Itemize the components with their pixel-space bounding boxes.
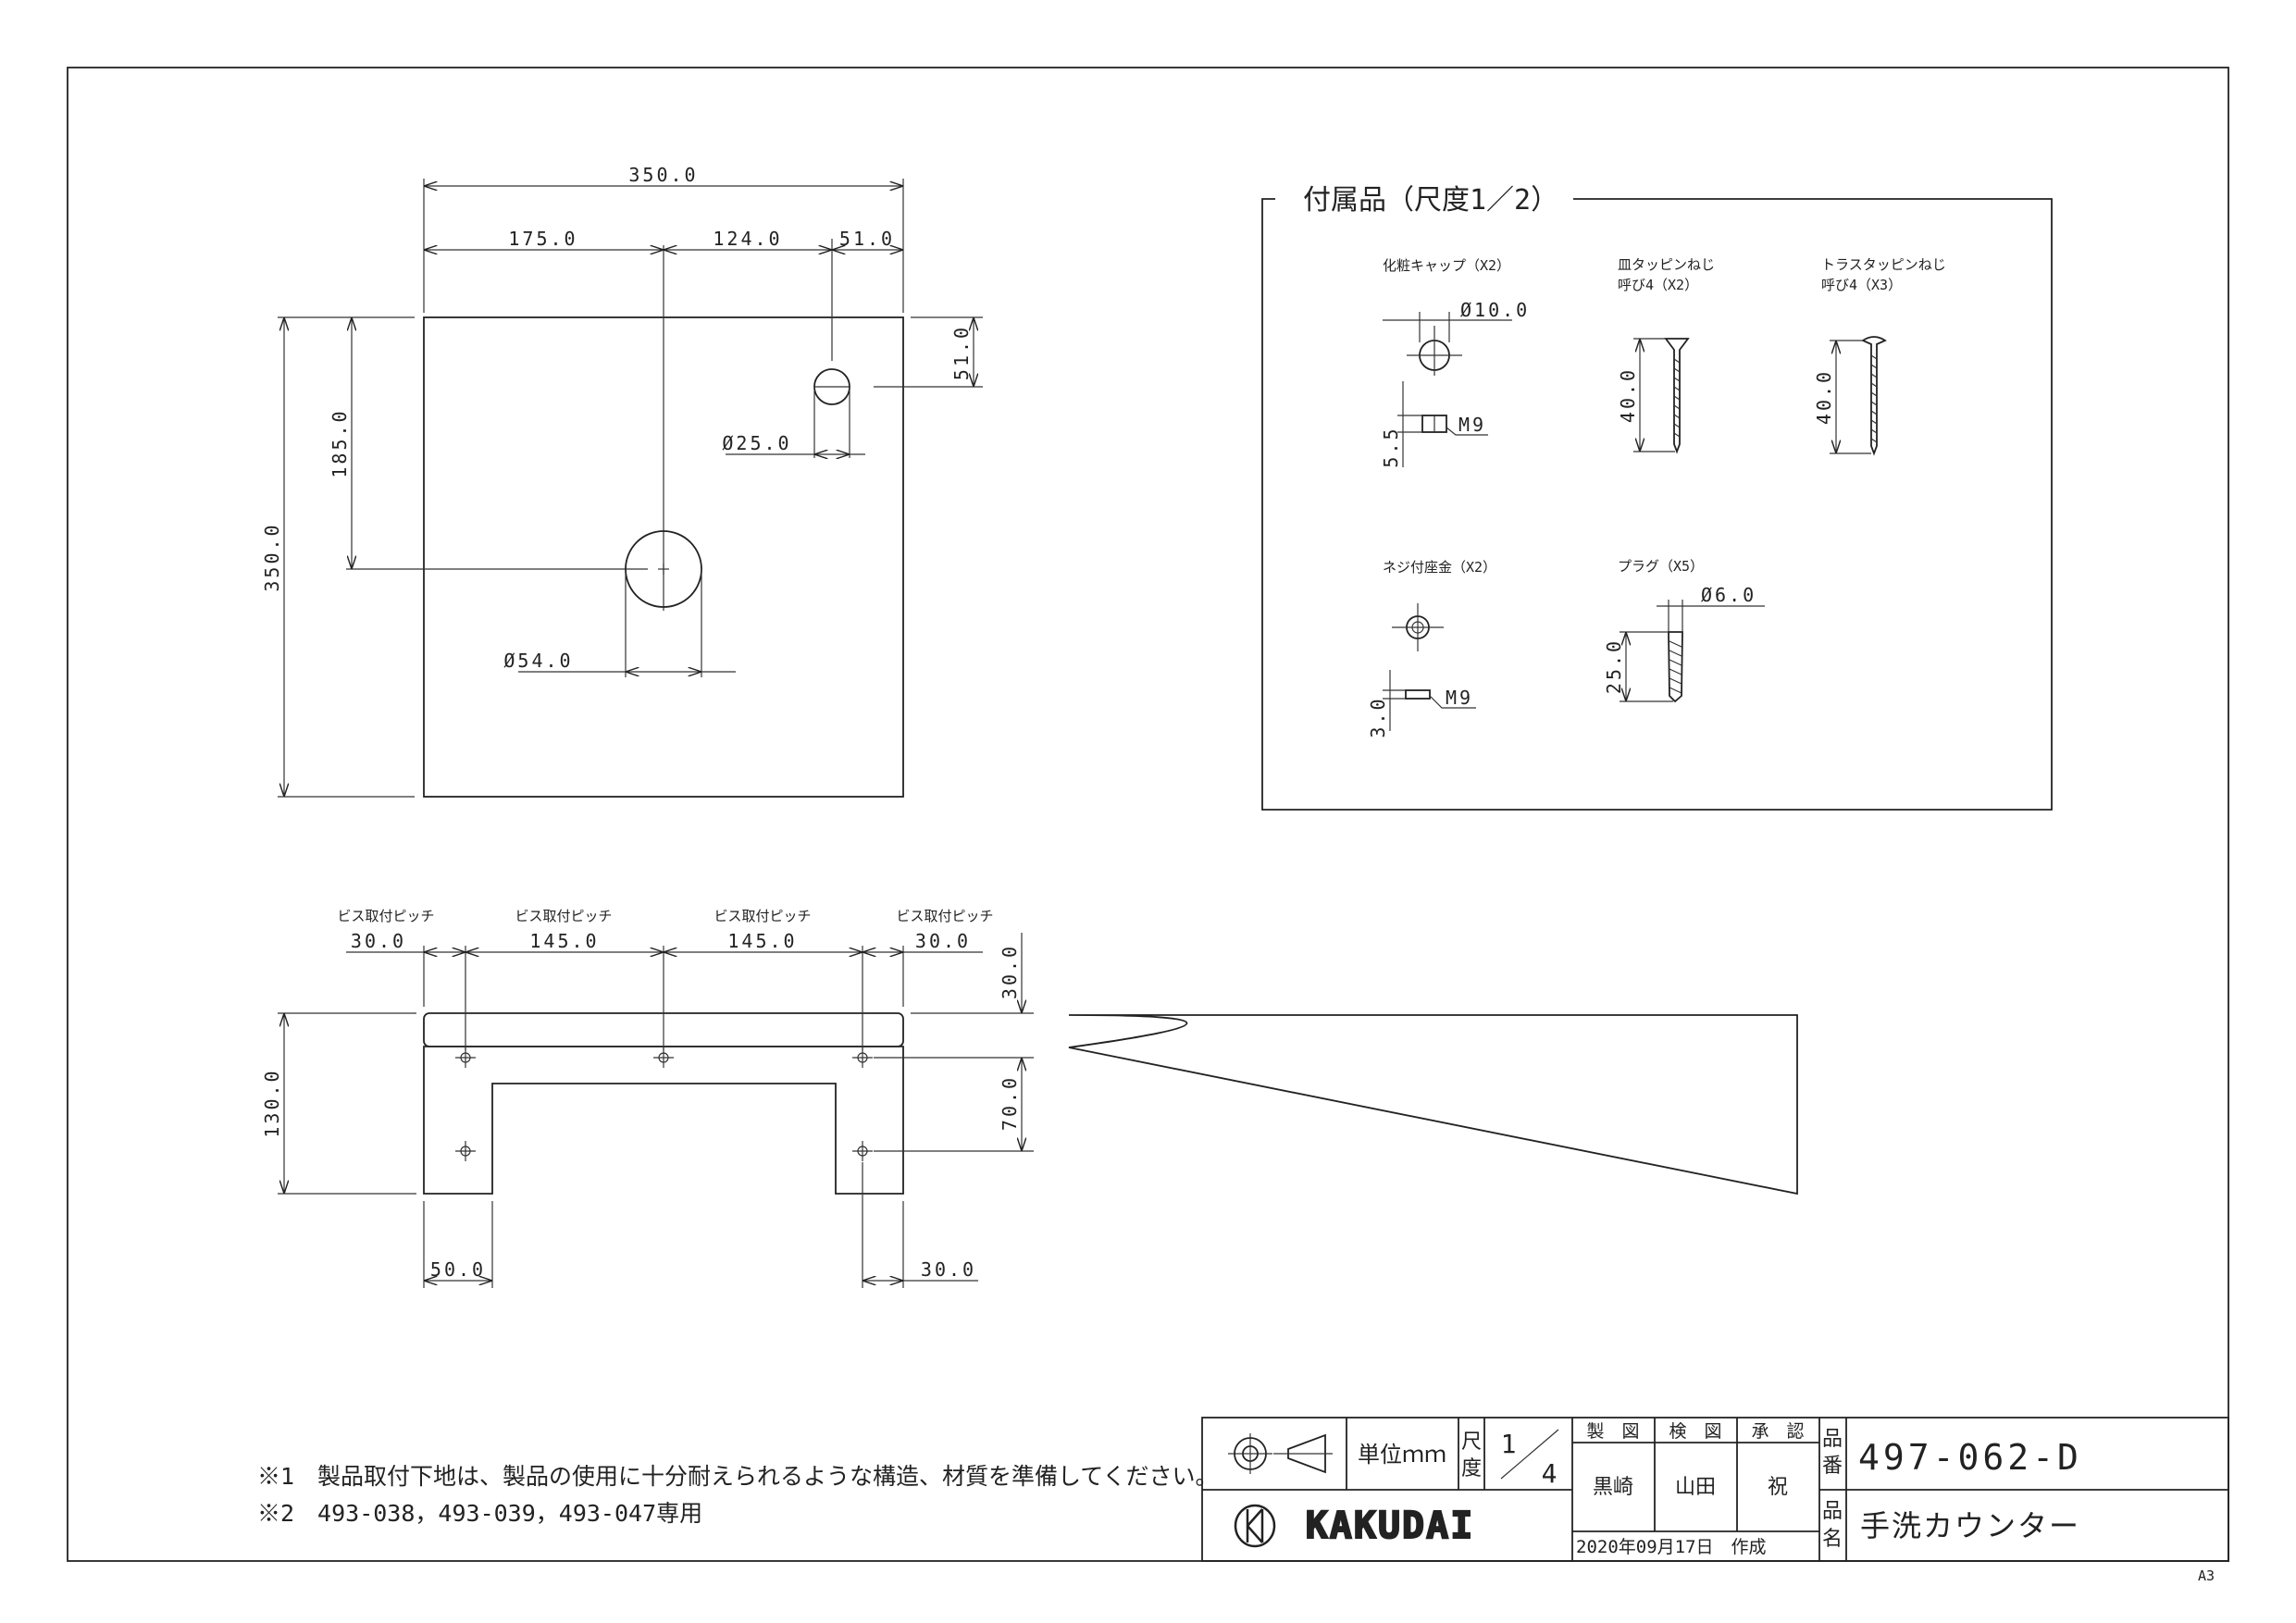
dim-middle-offset: 124.0 [713, 228, 782, 250]
dim-right-top: 30.0 [999, 944, 1021, 999]
dim-pitch-2: 145.0 [529, 930, 599, 952]
side-bracket [1068, 1014, 1798, 1196]
col-approved: 承 認 [1751, 1421, 1804, 1442]
dim-depth: 350.0 [261, 522, 283, 591]
part-number-label-2: 番 [1822, 1455, 1843, 1478]
flat-screw-length: 40.0 [1617, 367, 1639, 423]
dim-left-offset: 175.0 [508, 228, 577, 250]
truss-screw-name: トラスタッピンねじ [1821, 256, 1946, 273]
sheet-size-label: A3 [2198, 1567, 2215, 1584]
dim-bracket-offset: 30.0 [921, 1258, 976, 1281]
cap-dia: Ø10.0 [1460, 299, 1530, 321]
dim-basin-hole: Ø54.0 [503, 650, 573, 672]
brand-name: KAKUDAI [1306, 1505, 1475, 1547]
name-checked: 山田 [1675, 1476, 1716, 1499]
cap-name: 化粧キャップ（X2） [1383, 257, 1510, 274]
washer-thread: M9 [1446, 687, 1473, 709]
accessories-panel: 付属品（尺度1／2） 化粧キャップ（X2） Ø10.0 5.5 M9 皿タッピン… [1261, 184, 2053, 811]
note-2: ※2 493-038，493-039，493-047専用 [257, 1500, 702, 1527]
plug-length: 25.0 [1603, 638, 1625, 694]
dim-right-mid: 70.0 [999, 1075, 1021, 1131]
accessories-heading: 付属品（尺度1／2） [1303, 184, 1558, 217]
dim-overall-width: 350.0 [628, 164, 698, 186]
dim-faucet-hole: Ø25.0 [722, 432, 791, 454]
dim-pitch-3: 145.0 [727, 930, 797, 952]
dim-small-hole-y: 51.0 [950, 325, 973, 380]
dim-bracket-width: 50.0 [430, 1258, 486, 1281]
washer-name: ネジ付座金（X2） [1383, 559, 1496, 576]
note-1: ※1 製品取付下地は、製品の使用に十分耐えられるような構造、材質を準備してくださ… [257, 1463, 1219, 1490]
top-view: 350.0 175.0 124.0 51.0 350.0 185.0 51.0 … [261, 164, 983, 798]
part-number-label-1: 品 [1822, 1428, 1843, 1451]
name-approved: 祝 [1768, 1476, 1788, 1499]
scale-label-1: 尺 [1461, 1431, 1482, 1454]
scale-label-2: 度 [1461, 1457, 1482, 1481]
truss-screw-length: 40.0 [1813, 369, 1835, 425]
flat-screw-name: 皿タッピンねじ [1618, 256, 1715, 273]
plug-dia: Ø6.0 [1701, 584, 1756, 606]
product-name-label-2: 名 [1822, 1528, 1843, 1551]
truss-screw-size: 呼び4（X3） [1821, 277, 1902, 293]
sheet-border [67, 67, 2229, 1562]
bracket-outline [423, 1046, 904, 1195]
product-name: 手洗カウンター [1860, 1508, 2080, 1543]
pitch-label-2: ビス取付ピッチ [515, 908, 612, 924]
part-number: 497-062-D [1858, 1437, 2082, 1478]
col-checked: 検 図 [1669, 1421, 1721, 1442]
unit-label: 単位ｍｍ [1358, 1442, 1446, 1468]
title-block: 単位ｍｍ 尺 度 1 4 製 図 検 図 承 認 黒崎 山田 祝 KAKUDAI… [1201, 1417, 2229, 1562]
flat-screw-size: 呼び4（X2） [1618, 277, 1698, 293]
pitch-label-1: ビス取付ピッチ [337, 908, 434, 924]
dim-center-hole-y: 185.0 [329, 408, 351, 477]
washer-height: 3.0 [1367, 696, 1389, 737]
issue-date: 2020年09月17日 作成 [1576, 1537, 1767, 1557]
scale-numerator: 1 [1501, 1429, 1517, 1459]
plug-name: プラグ（X5） [1618, 558, 1704, 575]
kakudai-logo: KAKUDAI [1234, 1504, 1475, 1548]
dim-right-offset: 51.0 [839, 228, 895, 250]
dim-height: 130.0 [261, 1068, 283, 1137]
third-angle-projection-icon [1228, 1433, 1333, 1474]
dim-pitch-4: 30.0 [915, 930, 971, 952]
product-name-label-1: 品 [1822, 1500, 1843, 1523]
cap-height: 5.5 [1380, 426, 1402, 467]
pitch-label-3: ビス取付ピッチ [714, 908, 811, 924]
name-drawn: 黒崎 [1593, 1476, 1633, 1499]
scale-denominator: 4 [1542, 1458, 1558, 1489]
front-view: ビス取付ピッチ ビス取付ピッチ ビス取付ピッチ ビス取付ピッチ 30.0 145… [261, 908, 1034, 1288]
pitch-label-4: ビス取付ピッチ [896, 908, 993, 924]
cap-thread: M9 [1458, 414, 1486, 436]
dim-pitch-1: 30.0 [351, 930, 406, 952]
col-drawn: 製 図 [1586, 1421, 1639, 1442]
